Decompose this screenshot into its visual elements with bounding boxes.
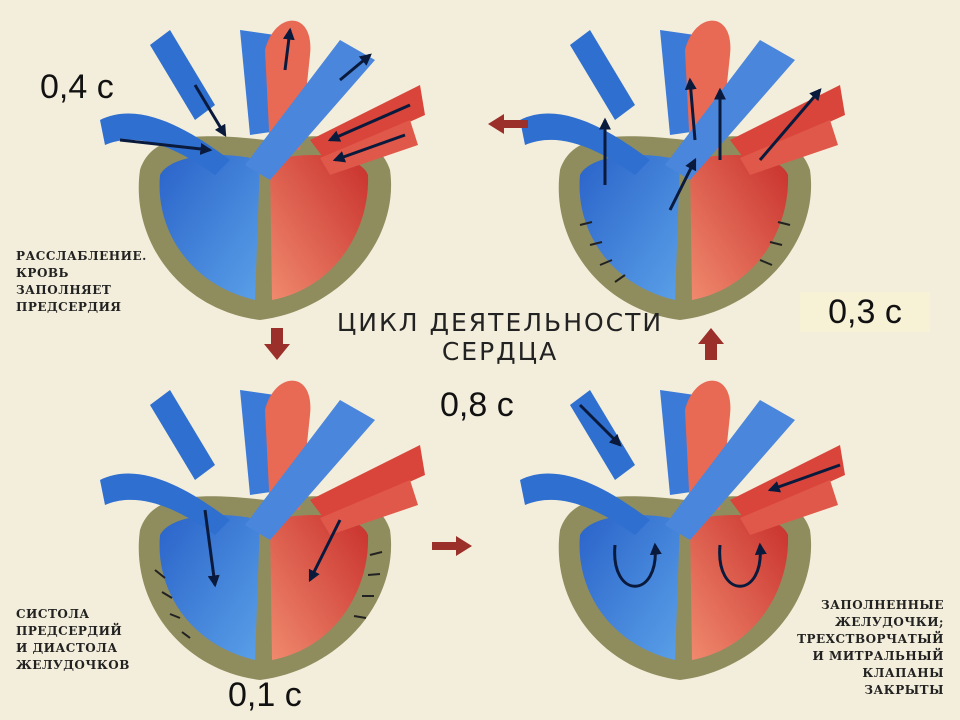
caption-line: ЗАПОЛНЯЕТ — [16, 283, 112, 297]
time-label-atrial-systole: 0,1 с — [228, 676, 302, 714]
caption-line: КЛАПАНЫ — [862, 666, 944, 680]
caption-line: ЗАПОЛНЕННЫЕ — [820, 598, 944, 612]
title-line-1: ЦИКЛ ДЕЯТЕЛЬНОСТИ — [336, 308, 664, 337]
heart-diagram-ventricles-filled — [520, 380, 845, 680]
time-label-ventricular-systole: 0,3 с — [800, 292, 930, 332]
time-label-total-cycle: 0,8 с — [440, 386, 514, 424]
caption-line: КРОВЬ — [16, 266, 69, 280]
caption-ventricles-filled: ЗАПОЛНЕННЫЕ ЖЕЛУДОЧКИ; ТРЕХСТВОРЧАТЫЙ И … — [797, 597, 944, 699]
caption-line: ПРЕДСЕРДИЯ — [16, 300, 122, 314]
heart-diagram-atrial-systole — [100, 380, 425, 680]
diagram-title: ЦИКЛ ДЕЯТЕЛЬНОСТИ СЕРДЦА — [300, 308, 700, 366]
caption-line: СИСТОЛА — [16, 607, 90, 621]
caption-line: РАССЛАБЛЕНИЕ. — [16, 249, 147, 263]
caption-atrial-systole: СИСТОЛА ПРЕДСЕРДИЙ И ДИАСТОЛА ЖЕЛУДОЧКОВ — [16, 606, 130, 674]
time-label-relaxation: 0,4 с — [40, 68, 114, 106]
caption-line: И МИТРАЛЬНЫЙ — [812, 649, 944, 663]
caption-line: И ДИАСТОЛА — [16, 641, 118, 655]
cycle-arrow-down — [264, 328, 290, 360]
caption-line: ПРЕДСЕРДИЙ — [16, 624, 123, 638]
caption-line: ЖЕЛУДОЧКИ; — [834, 615, 944, 629]
cycle-arrow-left — [488, 114, 528, 134]
caption-relaxation: РАССЛАБЛЕНИЕ. КРОВЬ ЗАПОЛНЯЕТ ПРЕДСЕРДИЯ — [16, 248, 147, 316]
caption-line: ЖЕЛУДОЧКОВ — [16, 658, 130, 672]
caption-line: ТРЕХСТВОРЧАТЫЙ — [797, 632, 944, 646]
title-line-2: СЕРДЦА — [441, 337, 559, 366]
heart-diagram-ventricular-systole — [520, 20, 845, 320]
cycle-arrow-up — [698, 328, 724, 360]
cycle-arrow-right — [432, 536, 472, 556]
caption-line: ЗАКРЫТЫ — [864, 683, 944, 697]
heart-diagram-relaxation — [100, 20, 425, 320]
